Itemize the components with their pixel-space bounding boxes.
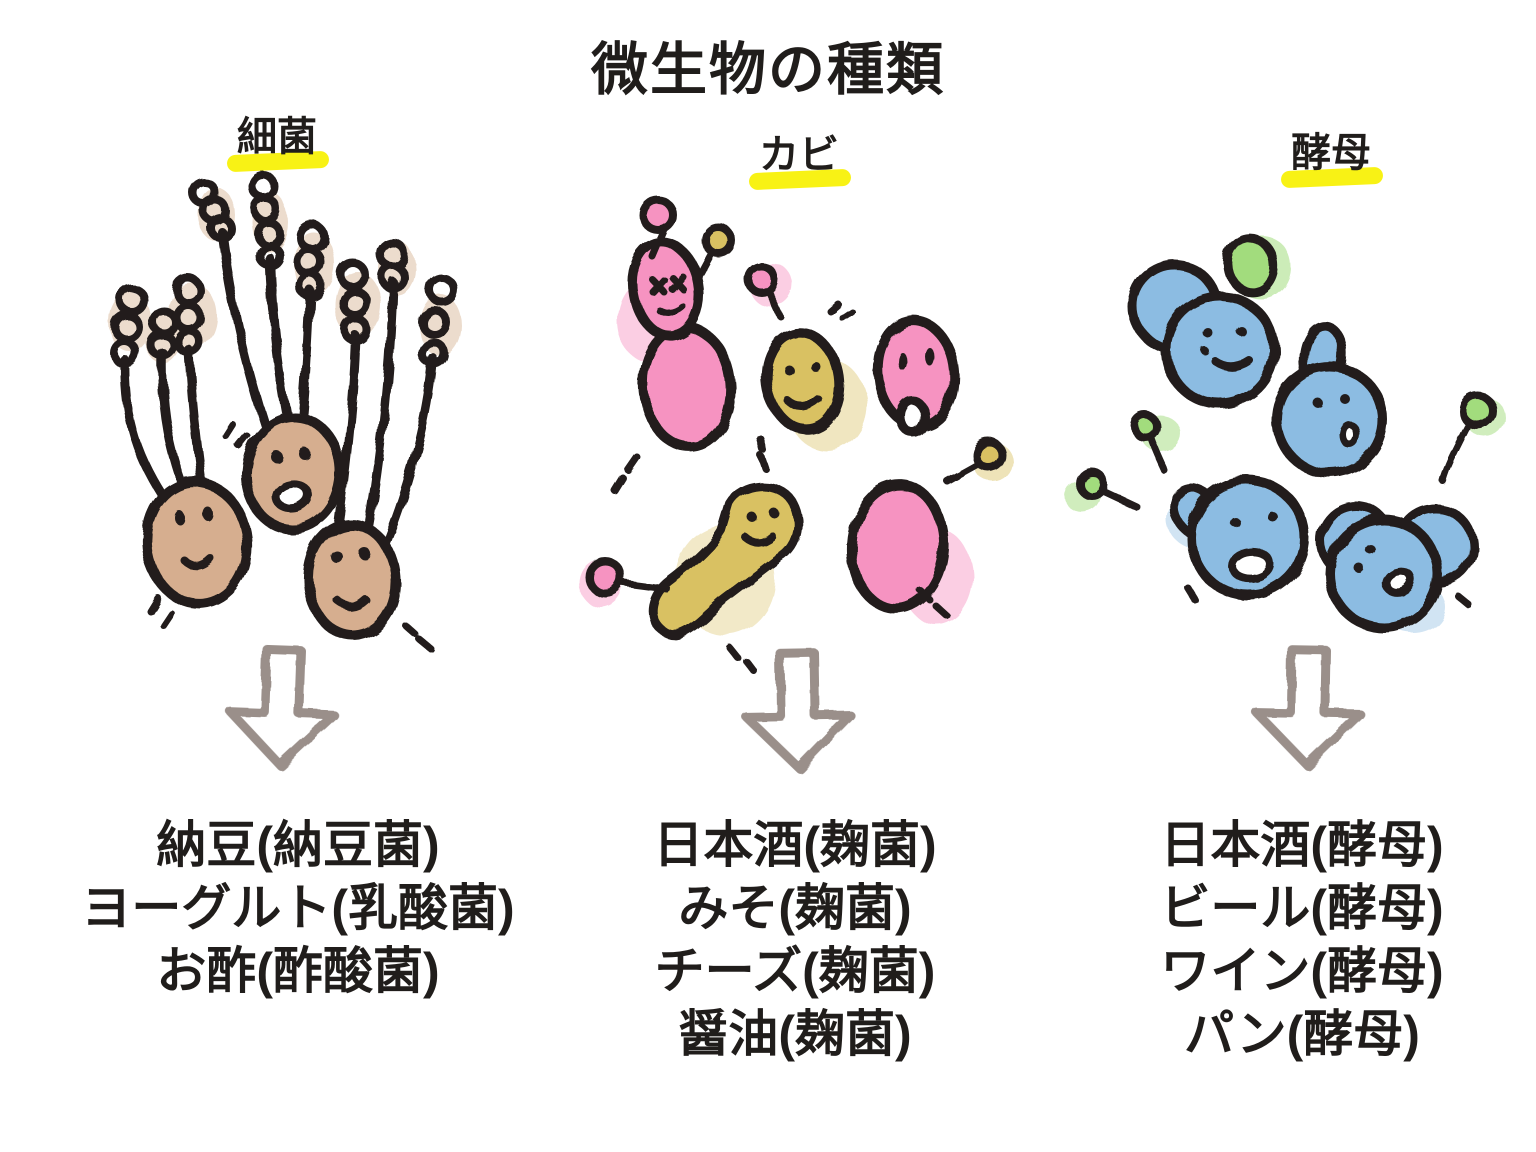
food-item: ヨーグルト(乳酸菌) [81,880,515,936]
header-bacteria: 細菌 [226,104,330,173]
header-label: カビ [759,133,839,177]
bacteria-faces [174,448,371,611]
mold-pink-cell-right-face [896,348,935,438]
bacteria-bodies [141,412,402,641]
mold-yellow-hypha [648,481,803,640]
food-item: 醤油(麹菌) [678,1006,912,1062]
down-arrow-icon [225,644,339,770]
header-mold: カビ [748,122,852,191]
page-title: 微生物の種類 [591,38,945,102]
yeast-cell-3 [1169,476,1310,600]
bacteria-spore-beads [110,171,458,368]
yeast-illustration [1065,233,1505,633]
food-item: お酢(酢酸菌) [156,943,440,999]
header-yeast: 酵母 [1280,120,1384,189]
yeast-cell-4 [1316,501,1478,633]
yeast-cell-1 [1128,233,1279,409]
yeast-foods-list: 日本酒(酵母) ビール(酵母) ワイン(酵母) パン(酵母) [1160,814,1443,1066]
food-item: ワイン(酵母) [1160,943,1444,999]
down-arrow-icon [1251,645,1365,770]
food-item: チーズ(麹菌) [654,943,936,999]
bacteria-illustration [109,171,461,653]
down-arrow-icon [741,648,855,773]
header-label: 酵母 [1291,131,1371,175]
food-item: 日本酒(麹菌) [653,817,937,873]
food-item: みそ(麹菌) [678,880,912,936]
food-item: 納豆(納豆菌) [156,817,440,873]
yeast-spores [1076,392,1497,511]
food-item: 日本酒(酵母) [1160,817,1444,873]
motion-dashes [1183,583,1472,608]
bacteria-foods-list: 納豆(納豆菌) ヨーグルト(乳酸菌) お酢(酢酸菌) [81,814,514,1003]
mold-foods-list: 日本酒(麹菌) みそ(麹菌) チーズ(麹菌) 醤油(麹菌) [653,814,936,1066]
food-item: ビール(酵母) [1160,880,1444,936]
food-item: パン(酵母) [1184,1006,1420,1062]
mold-spores [585,196,1006,597]
motion-dashes [611,300,951,675]
motion-dashes [146,421,435,653]
mold-illustration [579,196,1013,675]
bacteria-stalks [120,227,438,550]
mold-pink-cell-left-face [650,274,688,316]
yeast-cell-2 [1272,321,1388,478]
header-label: 細菌 [237,115,317,159]
mold-yellow-cell [761,328,845,434]
